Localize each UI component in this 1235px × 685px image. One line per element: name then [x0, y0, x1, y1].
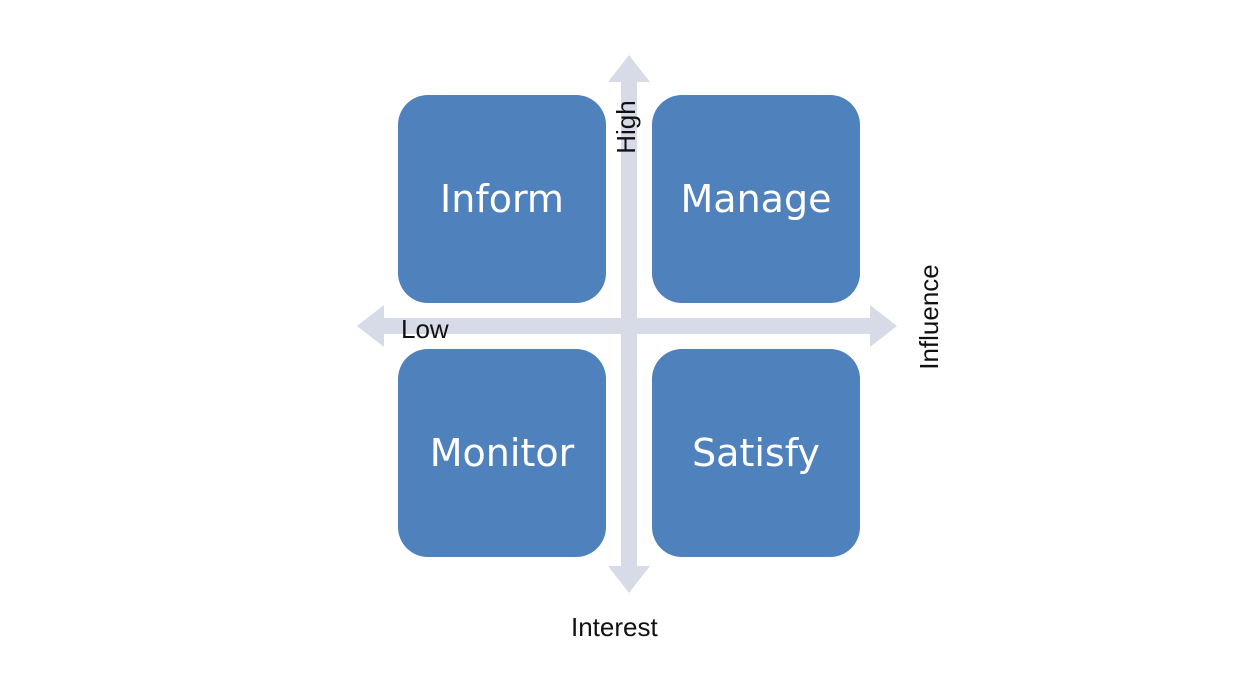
- axis-interest-label: Interest: [571, 612, 658, 642]
- quadrant-inform-label: Inform: [440, 177, 564, 221]
- axis-high-label: High: [611, 100, 641, 154]
- quadrant-inform: Inform: [398, 95, 606, 303]
- axis-influence-label: Influence: [914, 264, 944, 370]
- quadrant-satisfy: Satisfy: [652, 349, 860, 557]
- quadrant-satisfy-label: Satisfy: [692, 431, 820, 475]
- axis-low-label: Low: [401, 314, 449, 344]
- quadrant-manage: Manage: [652, 95, 860, 303]
- horizontal-axis-arrow: [357, 305, 897, 347]
- quadrant-monitor-label: Monitor: [429, 431, 575, 475]
- quadrant-manage-label: Manage: [680, 177, 832, 221]
- quadrant-monitor: Monitor: [398, 349, 606, 557]
